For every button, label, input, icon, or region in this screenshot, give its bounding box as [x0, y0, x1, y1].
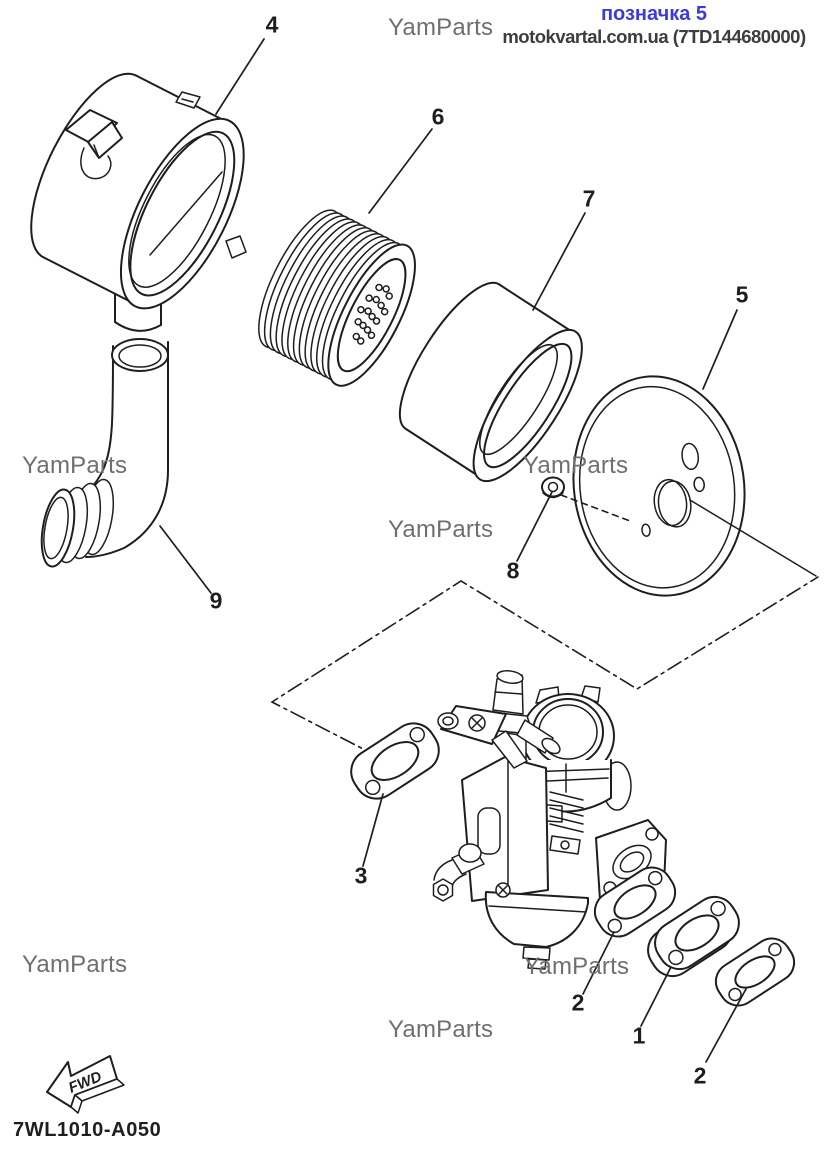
header: позначка 5 motokvartal.com.ua (7TD144680… — [474, 3, 827, 47]
fwd-arrow-icon: FWD — [46, 1055, 125, 1114]
callout-7[interactable]: 7 — [582, 185, 596, 212]
carb-fuel-inlet — [486, 670, 561, 755]
carb-float-bowl — [484, 882, 589, 970]
carb-drain-valve — [432, 843, 485, 902]
part-case-plate[interactable] — [560, 365, 759, 607]
cover-inner-seam — [149, 171, 223, 256]
diagram-code: 7WL1010-A050 — [13, 1119, 162, 1141]
callout-6[interactable]: 6 — [431, 103, 445, 130]
nut-alignment-dashed-line — [560, 494, 631, 522]
source-watermark-text: motokvartal.com.ua (7TD144680000) — [502, 26, 806, 47]
axis-line — [689, 499, 817, 577]
callout-2[interactable]: 2 — [693, 1062, 707, 1089]
cover-top-tab — [175, 91, 201, 109]
plate-hole-tiny — [641, 523, 651, 537]
carb-bracket — [437, 705, 528, 769]
plate-hole-small — [693, 476, 705, 493]
callout-3[interactable]: 3 — [354, 862, 368, 889]
part-air-cleaner-cover[interactable] — [7, 56, 269, 327]
part-nut[interactable] — [541, 476, 565, 499]
callout-8[interactable]: 8 — [506, 557, 520, 584]
cover-side-tab — [225, 235, 247, 259]
callout-9[interactable]: 9 — [209, 587, 223, 614]
phantom-plane-line — [270, 576, 819, 771]
part-gasket-2-lower[interactable] — [709, 931, 802, 1013]
part-element-sleeve[interactable] — [381, 267, 601, 495]
part-joint-1[interactable] — [640, 889, 747, 984]
plate-center-hole — [657, 480, 692, 528]
cover-latch — [65, 109, 123, 180]
callout-1[interactable]: 1 — [632, 1022, 646, 1049]
part-gasket-3[interactable] — [343, 715, 447, 807]
part-filter-element[interactable] — [242, 198, 432, 398]
page-title: позначка 5 — [600, 3, 708, 25]
part-intake-duct[interactable] — [36, 338, 169, 569]
callout-5[interactable]: 5 — [735, 281, 749, 308]
callout-4[interactable]: 4 — [265, 11, 279, 38]
plate-hole-upper — [681, 442, 700, 471]
carb-main-body — [461, 756, 549, 902]
filter-face-holes — [352, 283, 393, 345]
leader-lines — [159, 38, 747, 1063]
callout-2[interactable]: 2 — [571, 989, 585, 1016]
part-gasket-2-upper[interactable] — [587, 860, 683, 944]
part-carburetor[interactable] — [432, 669, 667, 970]
carb-spring — [549, 763, 584, 855]
